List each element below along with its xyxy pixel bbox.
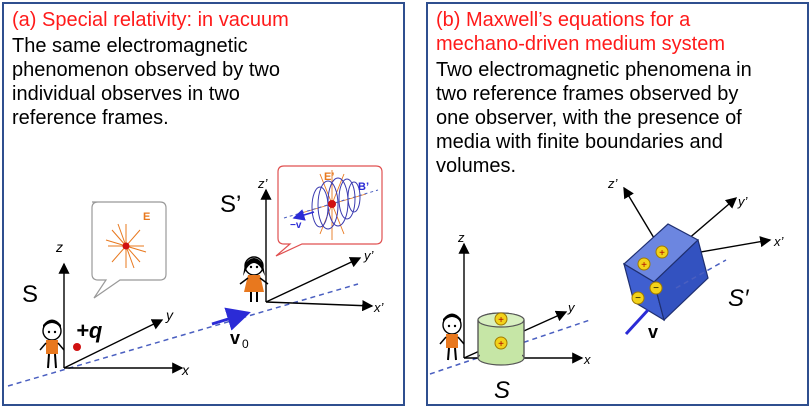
axis-z-prime-label: z’ — [257, 176, 269, 191]
frame-s-prime-label: S’ — [220, 191, 241, 218]
velocity-label-b: v — [648, 322, 658, 342]
charge-dot — [73, 343, 81, 351]
panel-b-desc-1: Two electromagnetic phenomena in — [436, 59, 752, 81]
axis-x-prime-label: x’ — [373, 300, 385, 315]
velocity-label: v — [230, 328, 240, 348]
svg-text:−: − — [635, 293, 641, 304]
svg-text:+: + — [498, 315, 504, 326]
velocity-arrow-b — [624, 308, 650, 336]
frame-s-axes: z x y — [55, 239, 190, 378]
axis-z-prime-label-b: z’ — [607, 176, 619, 191]
velocity-subscript: 0 — [242, 337, 249, 351]
svg-text:+: + — [498, 339, 504, 350]
panel-a-desc-2: phenomenon observed by two — [12, 59, 280, 81]
svg-text:−: − — [653, 283, 659, 294]
panel-a: (a) Special relativity: in vacuum The sa… — [2, 2, 405, 406]
axis-y-label-b: y — [567, 300, 576, 315]
frame-s-label-b: S — [494, 377, 510, 404]
observer-s — [39, 319, 65, 369]
eb-field-callout: E’ B’ −v — [275, 165, 383, 257]
panel-b-desc-3: one observer, with the presence of — [436, 107, 742, 129]
charge-label: +q — [76, 318, 103, 343]
observer-b — [439, 313, 465, 361]
e-field-callout: E — [91, 201, 167, 299]
axis-x-label-b: x — [583, 352, 591, 367]
panel-b-diagram: z x y S + + — [429, 176, 785, 404]
axis-y-label: y — [165, 307, 174, 323]
field-e-label: E — [143, 211, 150, 223]
motion-line — [7, 283, 359, 387]
panel-b-title-1: (b) Maxwell’s equations for a — [436, 9, 691, 31]
panel-a-desc-3: individual observes in two — [12, 83, 240, 105]
axis-z-label: z — [55, 239, 63, 255]
panel-b: (b) Maxwell’s equations for a mechano-dr… — [426, 2, 809, 406]
panel-a-desc-1: The same electromagnetic — [12, 35, 248, 57]
panel-b-desc-4: media with finite boundaries and — [436, 131, 723, 153]
svg-text:+: + — [641, 260, 647, 271]
svg-text:+: + — [659, 248, 665, 259]
panel-b-desc-5: volumes. — [436, 155, 517, 177]
axis-x-label: x — [181, 362, 190, 378]
axis-z-label-b: z — [457, 230, 465, 245]
field-b-prime-label: B’ — [358, 181, 369, 193]
frame-s-prime-axes: z’ x’ y’ — [257, 176, 385, 315]
panel-b-title-2: mechano-driven medium system — [436, 33, 725, 55]
axis-x-prime-label-b: x’ — [773, 234, 785, 249]
neg-v-label: −v — [290, 220, 302, 231]
frame-s-label: S — [22, 281, 38, 308]
observer-s-prime — [239, 256, 269, 302]
cylinder-medium: + + — [477, 312, 525, 366]
axis-y-prime-label: y’ — [363, 248, 375, 263]
panel-b-desc-2: two reference frames observed by — [436, 83, 739, 105]
panel-a-title: (a) Special relativity: in vacuum — [12, 9, 289, 31]
panel-a-desc-4: reference frames. — [12, 107, 169, 129]
velocity-arrow — [211, 307, 251, 331]
field-e-prime-label: E’ — [324, 171, 334, 183]
panel-a-diagram: z x y S +q — [7, 165, 385, 387]
axis-y-prime-label-b: y’ — [737, 194, 749, 209]
cube-medium: + + − − — [622, 223, 709, 322]
motion-line-b-prime — [675, 259, 727, 289]
frame-s-prime-label-b: S′ — [728, 285, 750, 312]
